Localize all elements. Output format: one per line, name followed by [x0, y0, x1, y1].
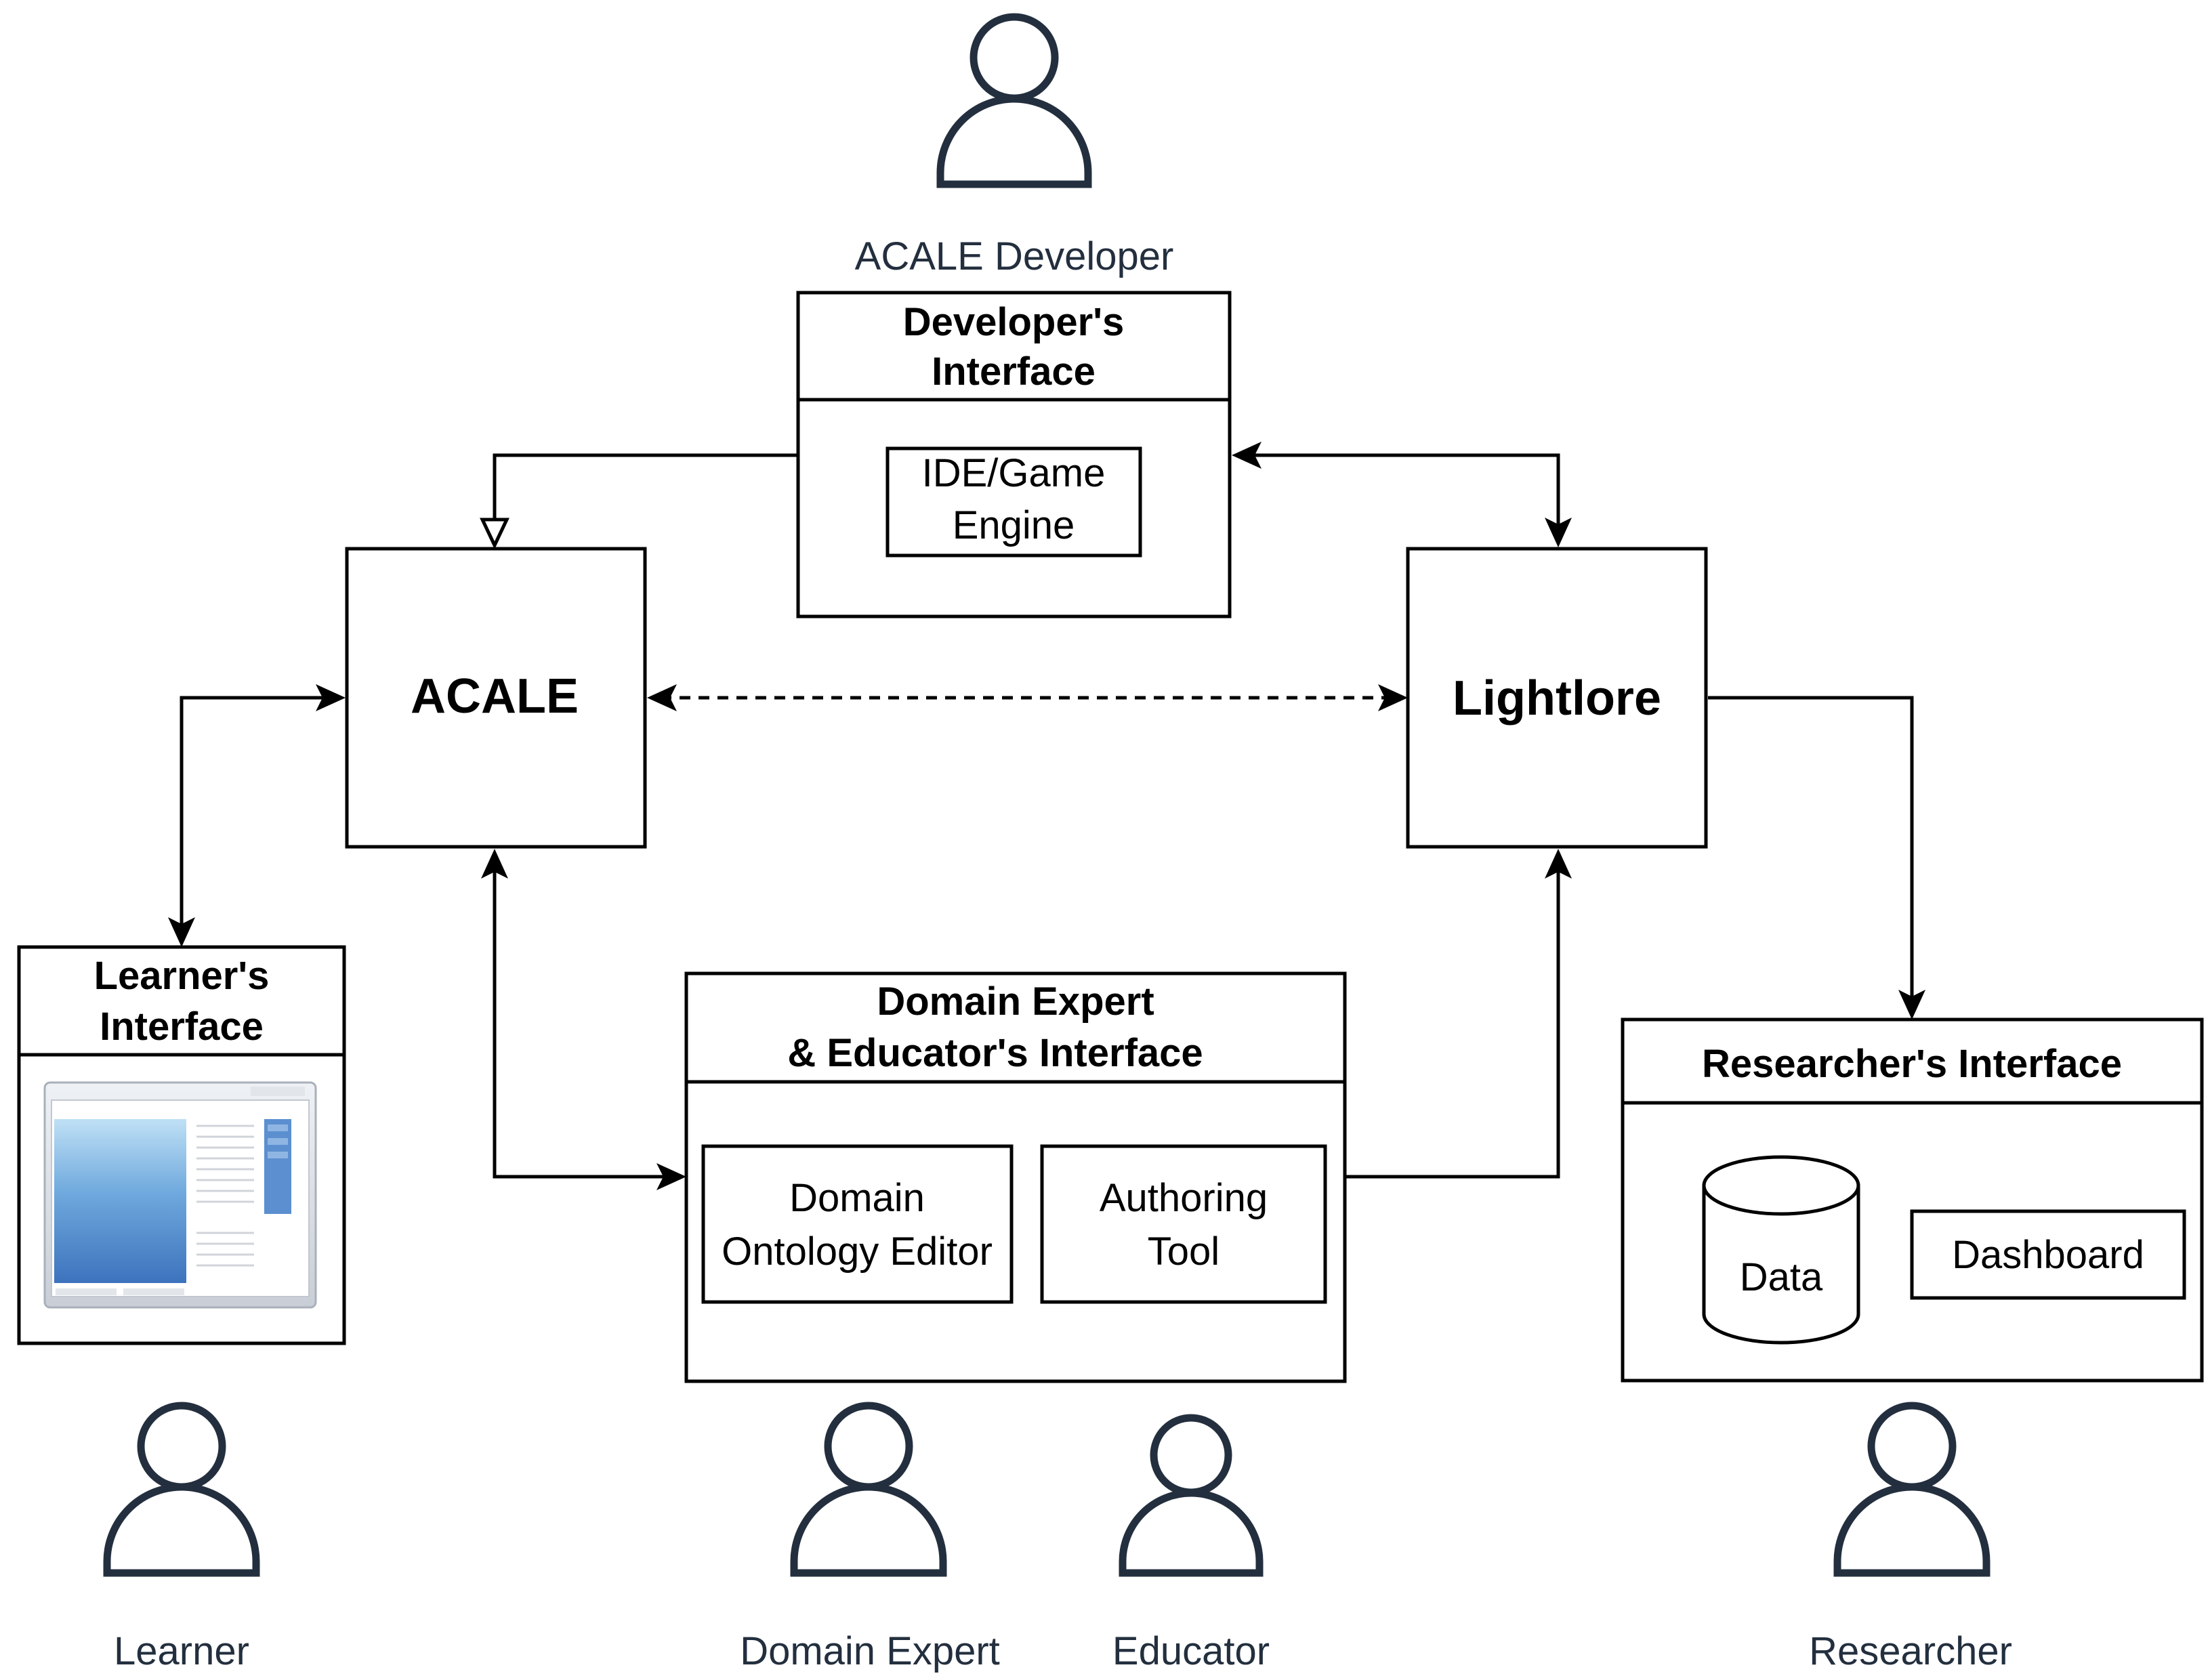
learner-acale-connector — [168, 684, 346, 947]
lightlore-box: Lightlore — [1406, 547, 1708, 849]
researcher-actor: Researcher — [1809, 1402, 2012, 1673]
researchers-interface-title: Researcher's Interface — [1702, 1042, 2122, 1086]
domain-expert-actor-label: Domain Expert — [740, 1629, 1000, 1673]
data-label: Data — [1740, 1255, 1823, 1299]
ide-game-engine-line1: IDE/Game — [922, 451, 1106, 495]
domain-expert-actor: Domain Expert — [740, 1402, 1000, 1673]
acale-lightlore-dashed-connector — [647, 684, 1408, 711]
domain-to-lightlore-connector — [1345, 849, 1572, 1179]
learners-interface-title-line2: Interface — [100, 1005, 264, 1049]
user-icon — [1833, 1402, 1990, 1577]
user-icon — [1119, 1414, 1264, 1577]
authoring-tool-line1: Authoring — [1100, 1176, 1268, 1220]
domain-interface-title-line1: Domain Expert — [877, 980, 1154, 1024]
user-icon — [936, 13, 1092, 188]
domain-ontology-editor-line1: Domain — [789, 1176, 925, 1220]
learner-actor: Learner — [103, 1402, 260, 1673]
ide-game-engine-box: IDE/Game Engine — [885, 446, 1142, 558]
developer-actor-label: ACALE Developer — [855, 234, 1174, 278]
domain-ontology-editor-line2: Ontology Editor — [722, 1230, 993, 1274]
dashboard-box: Dashboard — [1910, 1209, 2186, 1300]
ide-game-engine-line2: Engine — [953, 503, 1075, 547]
educator-actor: Educator — [1112, 1414, 1270, 1673]
acale-box: ACALE — [345, 547, 647, 849]
researchers-interface-box: Researcher's Interface Data Dashboard — [1621, 1017, 2204, 1383]
developers-interface-title-line1: Developer's — [903, 300, 1125, 344]
educator-actor-label: Educator — [1112, 1629, 1270, 1673]
authoring-tool-line2: Tool — [1148, 1230, 1219, 1274]
domain-educator-interface-box: Domain Expert & Educator's Interface Dom… — [684, 971, 1347, 1383]
developers-interface-title-line2: Interface — [932, 350, 1096, 394]
domain-ontology-editor-box: Domain Ontology Editor — [701, 1144, 1014, 1304]
learners-interface-box: Learner's Interface — [17, 945, 346, 1345]
domain-interface-title-line2: & Educator's Interface — [787, 1031, 1203, 1075]
acale-domain-connector — [481, 849, 686, 1190]
developer-lightlore-connector — [1232, 442, 1572, 547]
acale-label: ACALE — [411, 669, 579, 723]
developer-to-acale-connector — [480, 453, 798, 549]
lightlore-to-researcher-connector — [1708, 696, 1925, 1020]
database-icon: Data — [1702, 1155, 1860, 1345]
developer-actor: ACALE Developer — [855, 13, 1174, 278]
user-icon — [103, 1402, 260, 1577]
lightlore-label: Lightlore — [1453, 671, 1661, 726]
authoring-tool-box: Authoring Tool — [1040, 1144, 1327, 1304]
learner-actor-label: Learner — [114, 1629, 249, 1673]
window-icon — [43, 1081, 317, 1309]
dashboard-label: Dashboard — [1952, 1233, 2144, 1277]
user-icon — [790, 1402, 947, 1577]
researcher-actor-label: Researcher — [1809, 1629, 2012, 1673]
developers-interface-box: Developer's Interface IDE/Game Engine — [796, 291, 1232, 618]
learners-interface-title-line1: Learner's — [94, 954, 270, 998]
